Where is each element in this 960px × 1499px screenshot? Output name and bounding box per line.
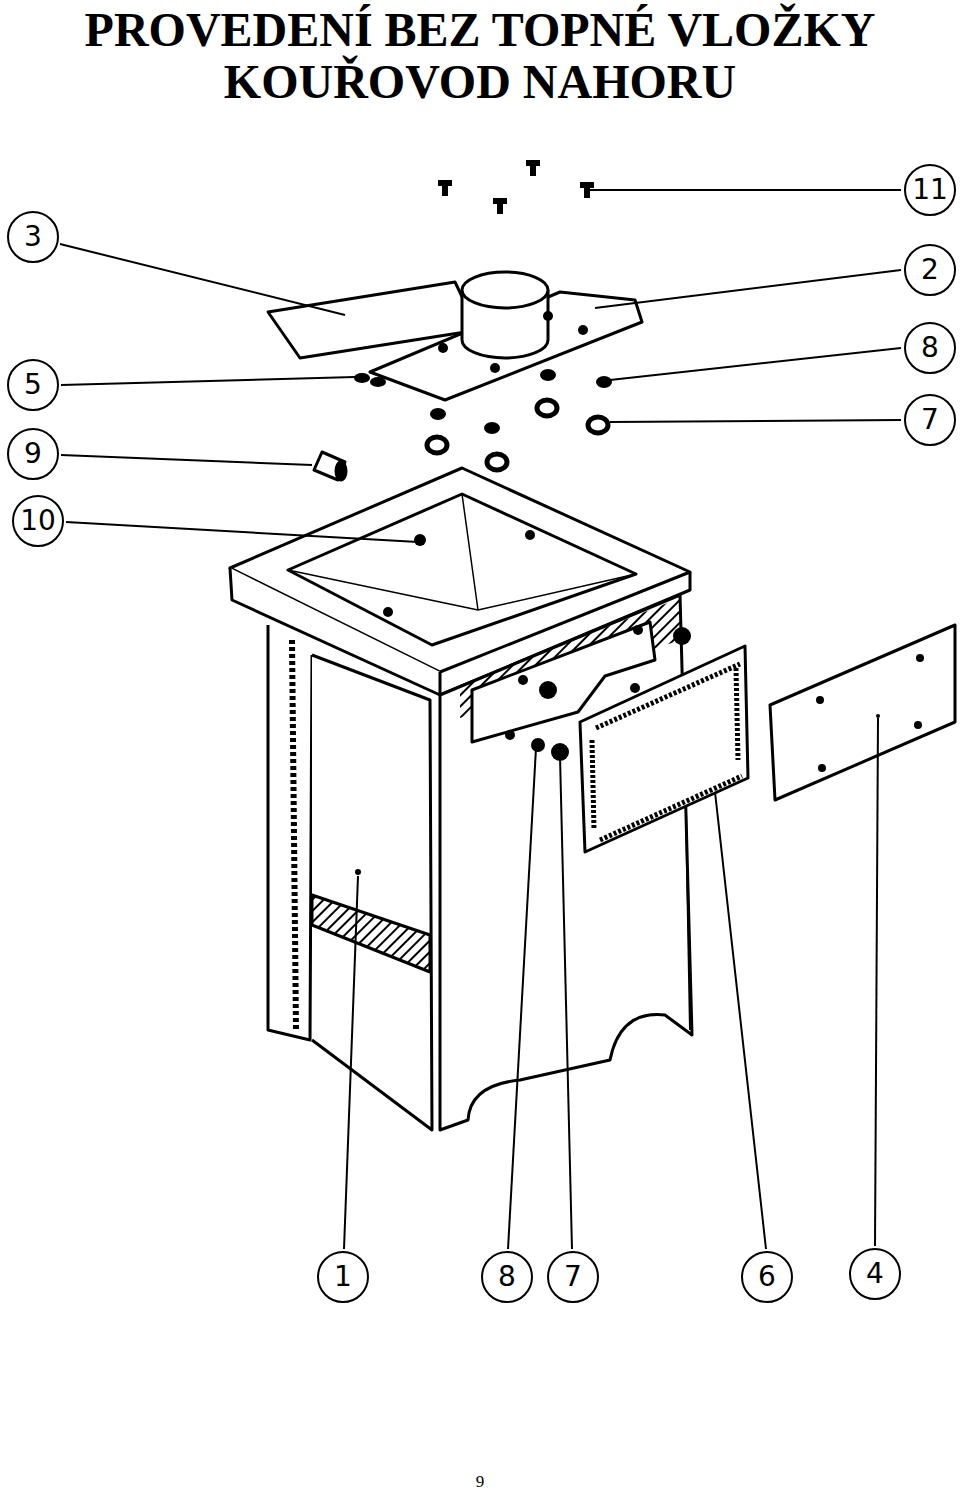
page-title: PROVEDENÍ BEZ TOPNÉ VLOŽKY KOUŘOVOD NAHO… [10,4,950,108]
callout-circle: 4 [849,1248,901,1300]
callout-circle: 5 [7,359,59,411]
callout-circle: 10 [12,495,64,547]
callout-circle: 11 [904,164,956,216]
callout-circle: 2 [904,244,956,296]
callout-number: 7 [564,1263,582,1291]
callout-circle: 8 [481,1251,533,1303]
callout-number: 7 [921,406,939,434]
callout-circle: 7 [547,1251,599,1303]
callout-circle: 9 [7,428,59,480]
callout-number: 8 [921,334,939,362]
callout-number: 4 [866,1260,884,1288]
page-number: 9 [0,1472,960,1492]
callout-circle: 1 [317,1251,369,1303]
callout-number: 3 [24,223,42,251]
callout-number: 6 [758,1263,776,1291]
callout-number: 9 [24,440,42,468]
callout-number: 11 [912,176,948,204]
callout-circle: 8 [904,322,956,374]
callout-number: 8 [498,1263,516,1291]
callout-number: 2 [921,256,939,284]
callout-number: 5 [24,371,42,399]
callout-circle: 3 [7,211,59,263]
callout-number: 1 [334,1263,352,1291]
callout-number: 10 [20,507,56,535]
callout-circle: 7 [904,394,956,446]
callout-circle: 6 [741,1251,793,1303]
